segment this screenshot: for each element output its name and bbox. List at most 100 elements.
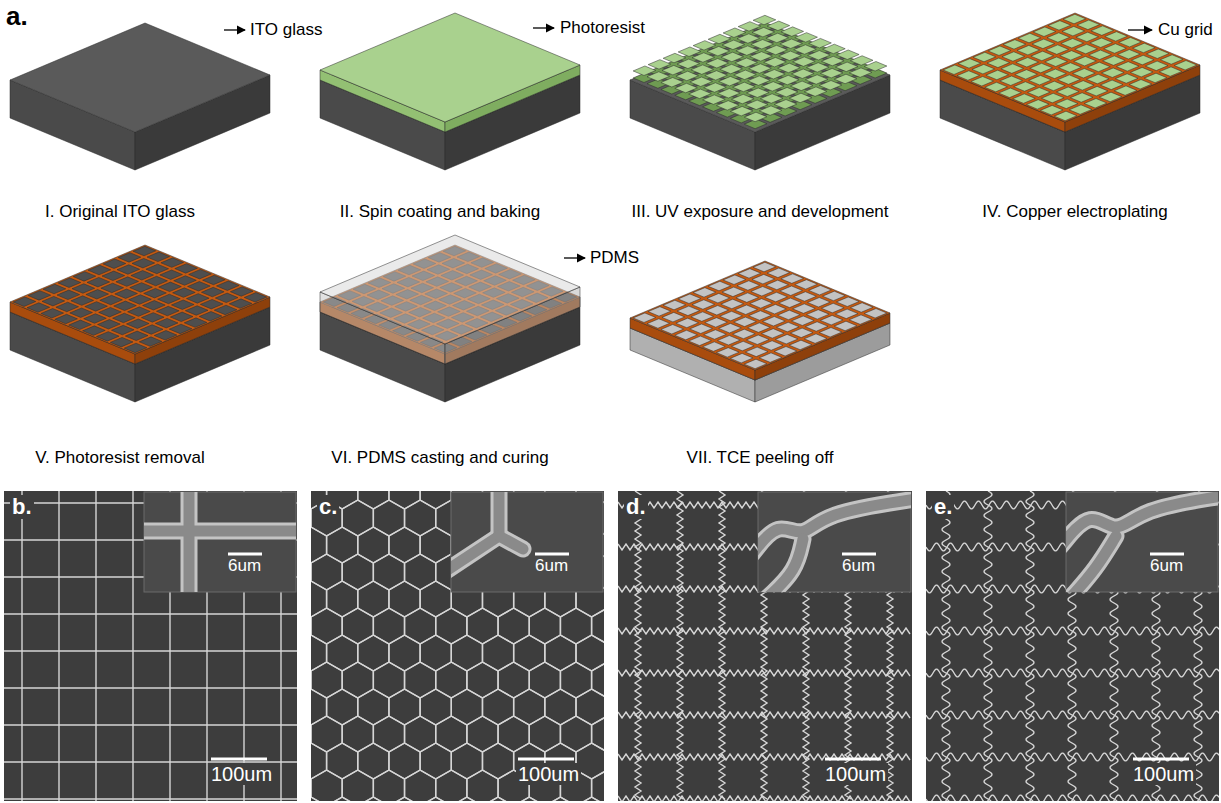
grid-opening — [216, 281, 239, 290]
microgrid-line — [498, 662, 529, 698]
photoresist-island — [749, 64, 772, 73]
photoresist-island — [722, 40, 745, 49]
sem-image — [926, 491, 1219, 801]
grid-opening — [748, 323, 771, 332]
grid-opening — [161, 258, 184, 267]
microgrid-line — [389, 797, 420, 801]
grid-opening — [718, 336, 741, 345]
grid-opening — [201, 287, 224, 296]
grid-opening — [735, 305, 758, 314]
grid-opening — [185, 306, 208, 315]
grid-opening — [850, 303, 873, 312]
callout-label: Photoresist — [560, 18, 645, 38]
grid-opening — [13, 297, 36, 306]
photoresist-island — [988, 46, 1011, 55]
grid-line-closeup — [144, 523, 296, 540]
photoresist-island — [823, 44, 846, 53]
photoresist-island — [1103, 56, 1126, 65]
photoresist-island — [789, 93, 812, 102]
microgrid-line — [420, 743, 451, 779]
photoresist-island — [985, 82, 1008, 91]
photoresist-island — [834, 74, 857, 83]
microgrid-line — [529, 662, 560, 698]
grid-line-closeup — [1066, 496, 1218, 546]
photoresist-island — [794, 45, 817, 54]
microgrid-line — [942, 491, 950, 801]
microgrid-line — [719, 491, 725, 799]
grid-opening — [117, 265, 140, 274]
photoresist-island — [733, 82, 756, 91]
microgrid-line — [451, 797, 482, 801]
grid-opening — [766, 280, 789, 289]
grid-opening — [102, 271, 125, 280]
microgrid-line — [358, 743, 389, 779]
grid-opening — [154, 331, 177, 340]
photoresist-island — [1015, 70, 1038, 79]
scale-label: 100um — [823, 763, 888, 785]
photoresist-island — [692, 53, 715, 62]
microgrid-line — [21, 491, 22, 801]
grid-opening — [100, 295, 123, 304]
grid-opening — [170, 312, 193, 321]
photoresist-island — [1070, 93, 1093, 102]
microgrid-line — [420, 797, 451, 801]
grid-opening — [761, 329, 784, 338]
sem-panel: b.6um100um — [4, 491, 297, 801]
microgrid-line — [436, 662, 467, 698]
microgrid-line — [677, 491, 683, 799]
photoresist-island — [730, 106, 753, 115]
inset-junction — [451, 492, 523, 571]
photoresist-layer-top — [320, 13, 580, 122]
photoresist-island — [676, 71, 699, 80]
grid-opening — [139, 337, 162, 346]
photoresist-island — [1145, 61, 1168, 70]
grid-opening — [750, 299, 773, 308]
grid-line-closeup — [768, 539, 803, 592]
grid-opening — [809, 285, 832, 294]
photoresist-island — [864, 62, 887, 71]
grid-opening — [173, 288, 196, 297]
microgrid-line — [467, 662, 498, 698]
photoresist-island — [1099, 92, 1122, 101]
photoresist-island — [795, 33, 818, 42]
grid-opening — [128, 307, 151, 316]
microgrid-line — [514, 797, 545, 801]
photoresist-island — [1160, 55, 1183, 64]
panel-letter: e. — [932, 495, 954, 519]
microgrid-line — [498, 608, 529, 644]
grid-opening — [99, 307, 122, 316]
step-caption: V. Photoresist removal — [35, 448, 204, 468]
grid-opening — [244, 293, 267, 302]
photoresist-island — [693, 41, 716, 50]
sem-panel: e.6um100um — [926, 491, 1219, 801]
sem-image — [4, 491, 297, 801]
microgrid-line — [436, 608, 467, 644]
photoresist-island — [1114, 86, 1137, 95]
photoresist-island — [1055, 99, 1078, 108]
grid-opening — [129, 295, 152, 304]
grid-opening — [184, 318, 207, 327]
grid-opening — [775, 334, 798, 343]
photoresist-island — [1062, 26, 1085, 35]
microgrid-line — [4, 687, 297, 688]
grid-opening — [663, 300, 686, 309]
grid-line-texture — [768, 539, 803, 592]
microgrid-line — [529, 608, 560, 644]
scale-bar — [1133, 758, 1189, 761]
grid-opening — [56, 302, 79, 311]
photoresist-island — [1030, 63, 1053, 72]
grid-opening — [720, 311, 743, 320]
grid-opening — [835, 309, 858, 318]
scale-label: 100um — [1131, 763, 1196, 785]
photoresist-island — [809, 38, 832, 47]
photoresist-island — [731, 94, 754, 103]
photoresist-island — [764, 57, 787, 66]
ito-glass-top — [630, 23, 890, 132]
grid-opening — [28, 291, 51, 300]
grid-opening — [789, 340, 812, 349]
photoresist-island — [1029, 75, 1052, 84]
microgrid-line — [389, 743, 420, 779]
grid-opening — [130, 283, 153, 292]
sem-image — [311, 491, 604, 801]
microgrid-line — [545, 635, 576, 671]
